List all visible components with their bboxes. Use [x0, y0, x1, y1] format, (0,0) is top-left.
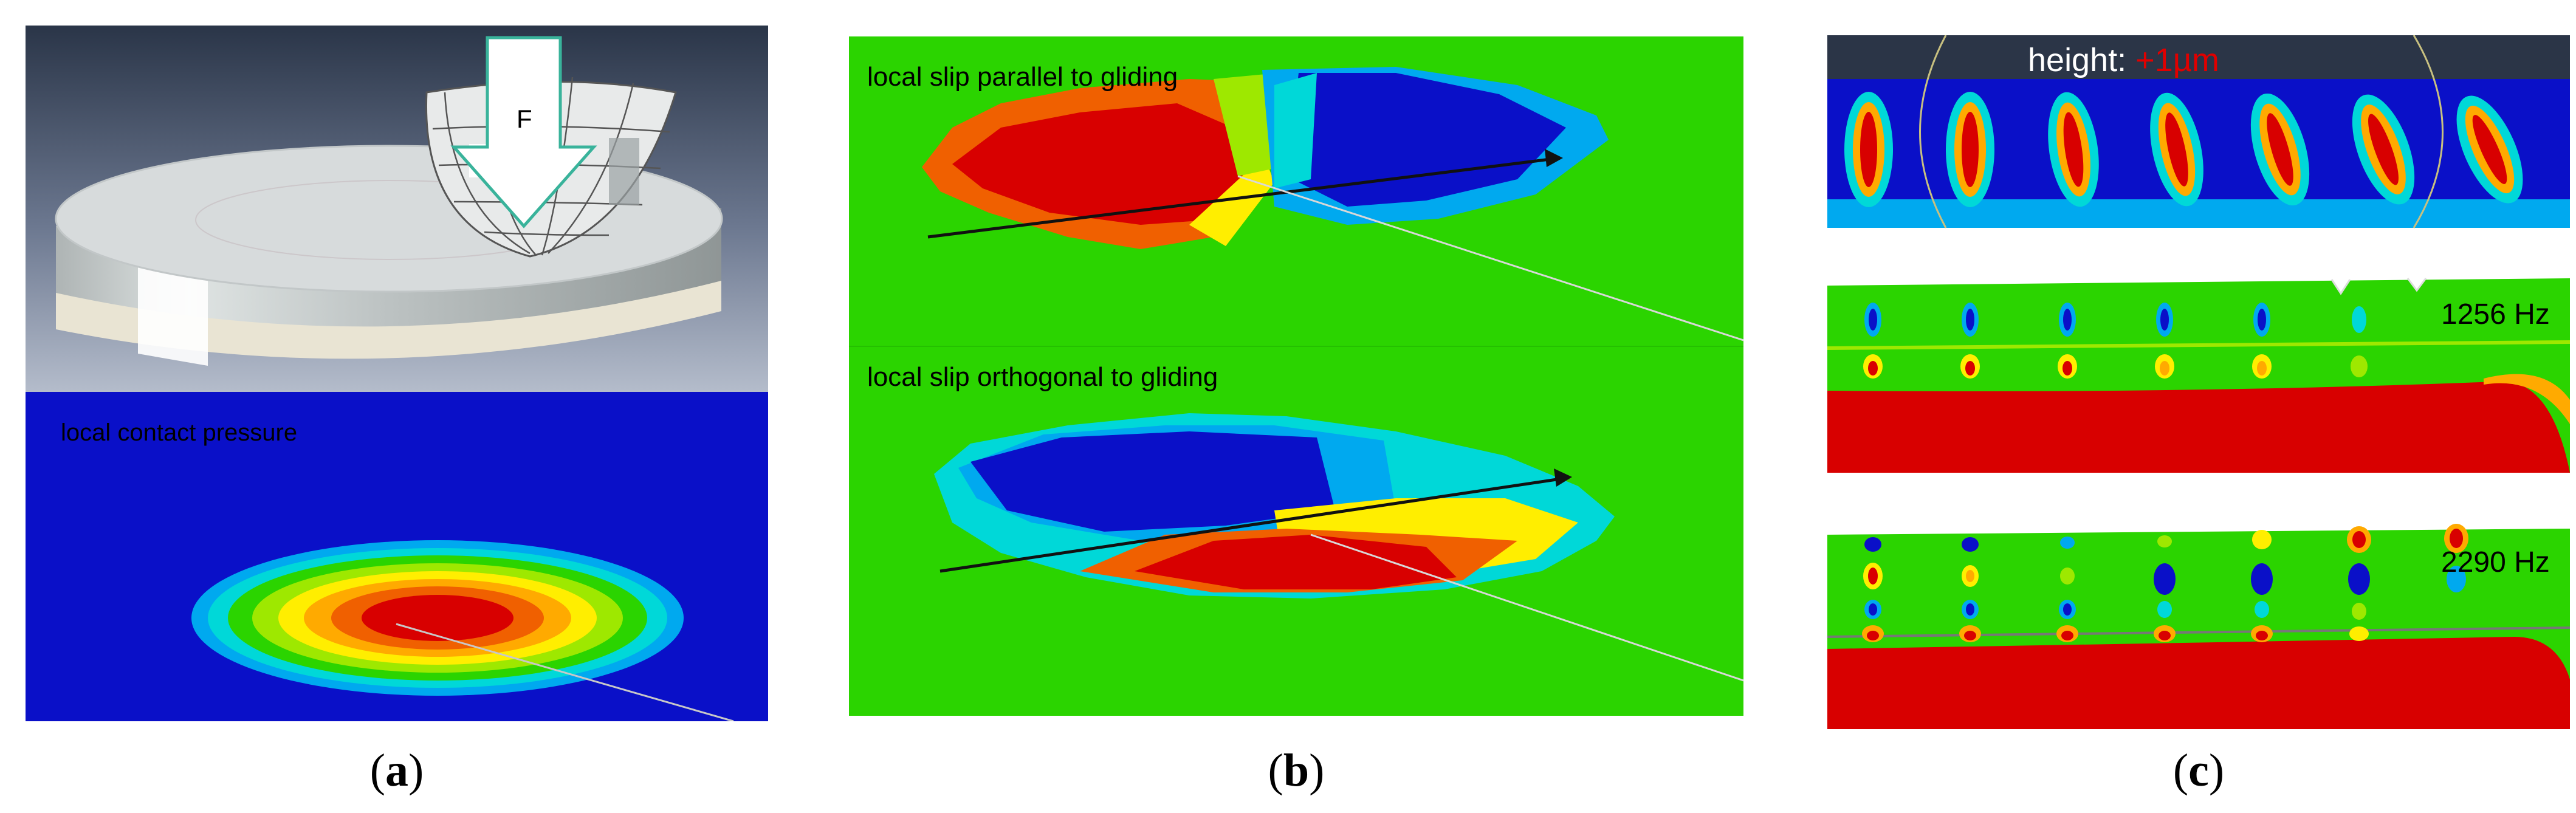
section-line	[396, 623, 734, 721]
slip-orthogonal-label: local slip orthogonal to gliding	[867, 362, 1218, 392]
panel-c-graphic	[1827, 35, 2570, 729]
arrow-head-icon	[1545, 149, 1563, 167]
caption-c-letter: c	[2188, 745, 2209, 796]
gliding-direction-arrow-bottom	[939, 476, 1570, 573]
mode-2290-label: 2290 Hz	[2441, 546, 2550, 578]
arrow-head-icon	[1554, 468, 1572, 487]
gliding-direction-arrow-top	[927, 156, 1561, 239]
slip-parallel-label: local slip parallel to gliding	[867, 62, 1178, 92]
panel-a-graphic	[26, 26, 768, 721]
caption-b-letter: b	[1283, 745, 1310, 796]
contact-pressure-label: local contact pressure	[61, 419, 298, 446]
caption-a-letter: a	[385, 745, 408, 796]
pressure-contours	[191, 540, 684, 696]
disk-rim-highlight	[138, 261, 208, 366]
height-label: height: +1µm	[2028, 41, 2219, 79]
mode-1256-label: 1256 Hz	[2441, 298, 2550, 331]
slip-parallel-contours	[922, 67, 1609, 249]
force-arrow-icon	[450, 36, 597, 228]
panel-c-figure: height: +1µm 1256 Hz 2290 Hz	[1827, 35, 2570, 729]
mode-2290-antinodes	[1862, 524, 2468, 642]
slip-orthogonal-contours	[934, 413, 1615, 599]
panel-a-figure: F local contact pressure	[26, 26, 768, 721]
mode-2290-strip	[1827, 524, 2570, 729]
height-label-text: height:	[2028, 42, 2127, 78]
height-value: +1µm	[2135, 42, 2219, 78]
caption-a: (a)	[369, 745, 424, 796]
force-label: F	[517, 105, 532, 133]
mode-1256-strip	[1827, 278, 2570, 473]
caption-b: (b)	[1268, 745, 1325, 796]
mode-1256-antinodes	[1863, 303, 2368, 379]
panel-b-graphic	[849, 36, 1743, 716]
height-bumps	[1844, 92, 2523, 207]
height-field-strip	[1827, 35, 2570, 228]
caption-c: (c)	[2172, 745, 2225, 796]
panel-b-figure: local slip parallel to gliding local sli…	[849, 36, 1743, 716]
